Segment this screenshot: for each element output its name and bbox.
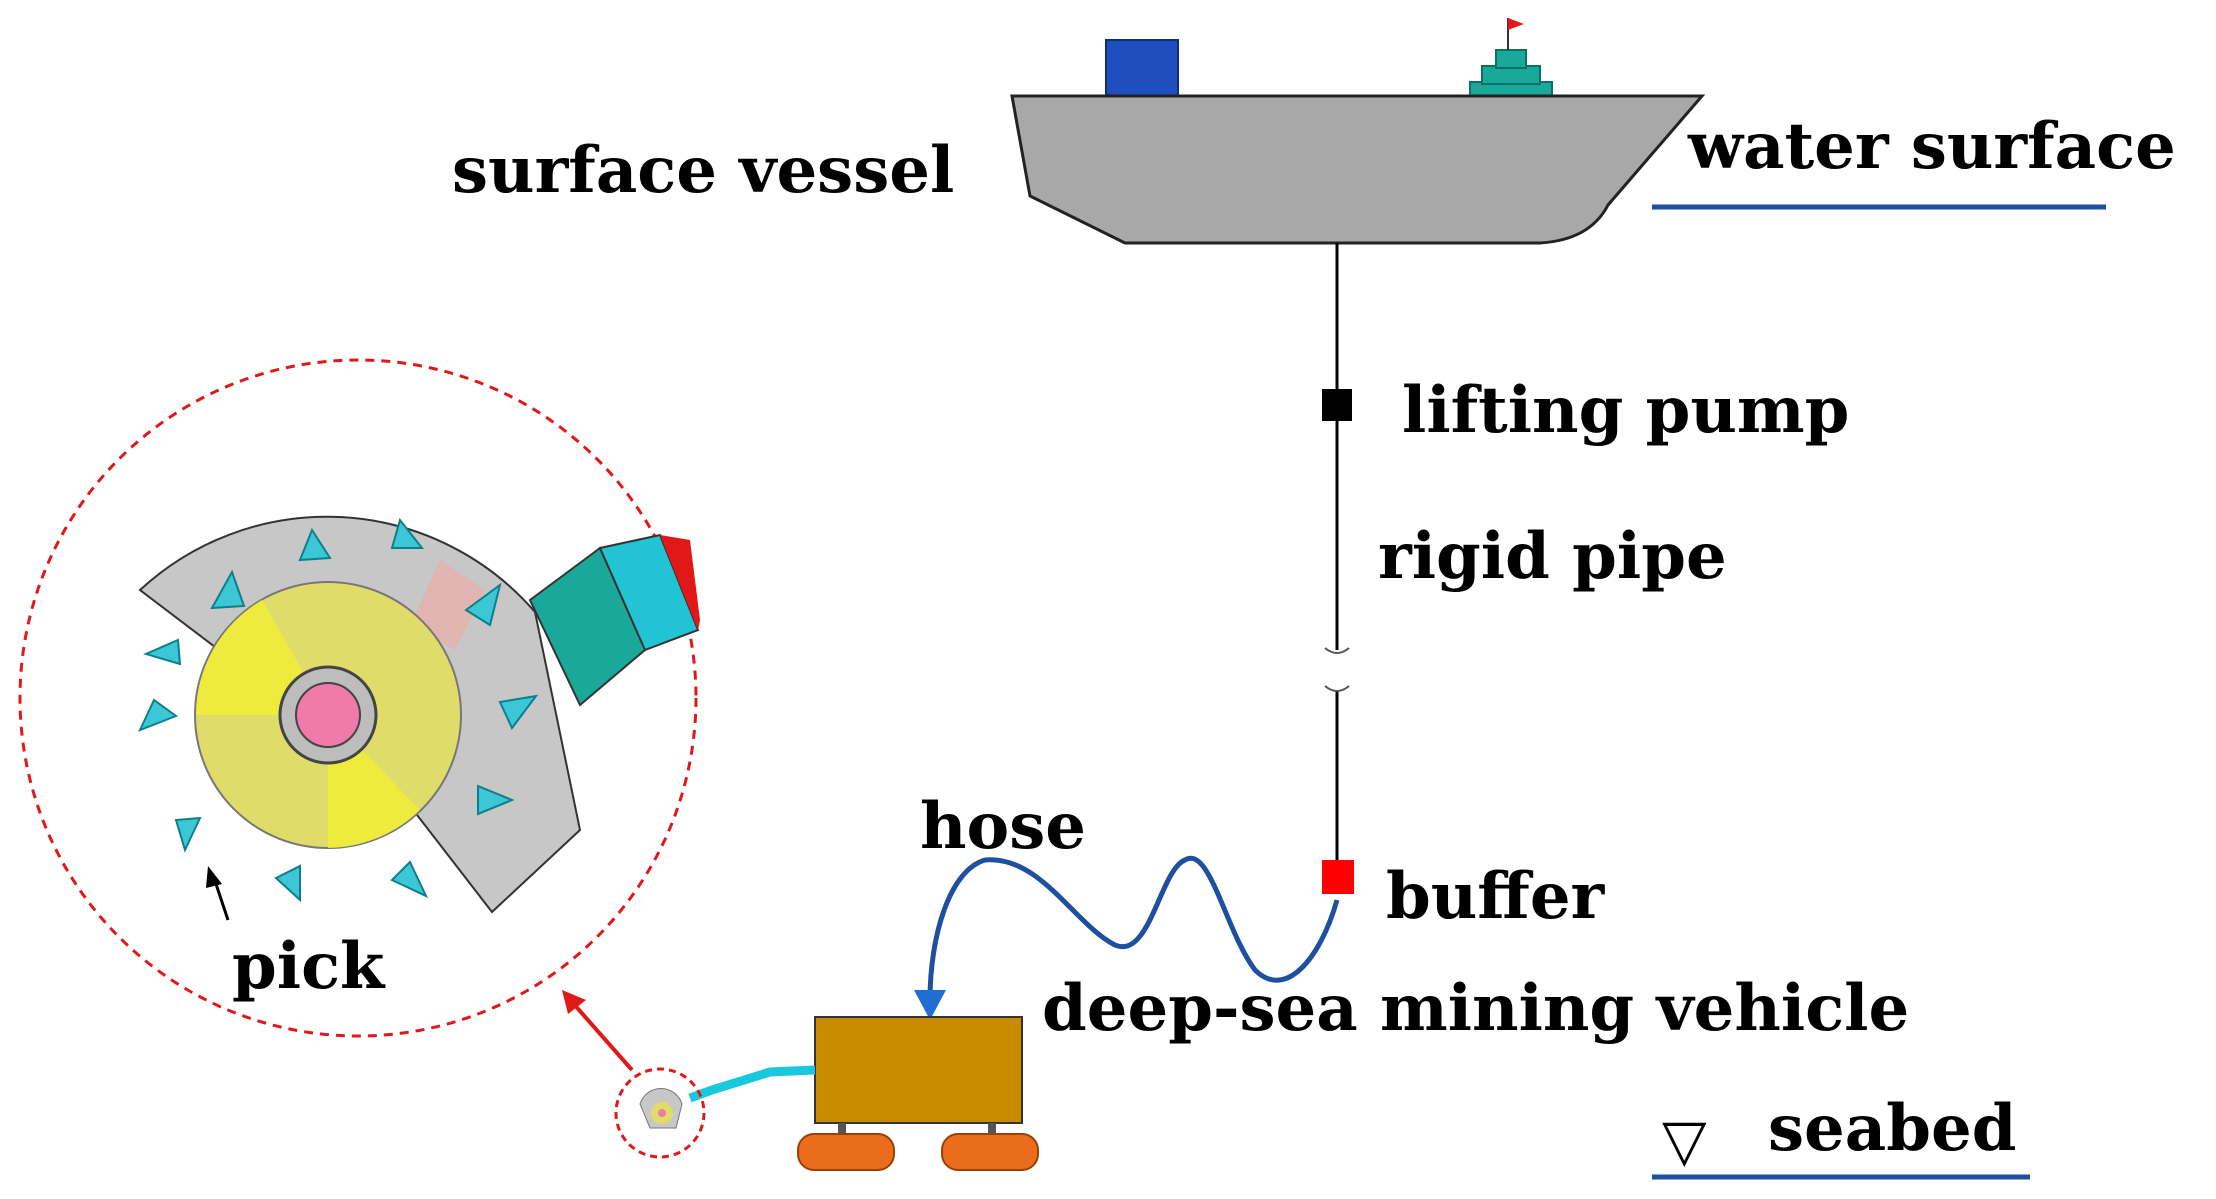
label-rigid-pipe: rigid pipe — [1378, 519, 1727, 594]
magnifier-circle — [18, 358, 698, 1038]
picks — [138, 517, 539, 903]
collector-head-small — [614, 1067, 706, 1159]
vessel-bridge — [1469, 18, 1553, 101]
flag-icon — [1508, 18, 1524, 30]
label-seabed: seabed — [1768, 1091, 2016, 1166]
label-hose: hose — [920, 789, 1086, 864]
vehicle-track-left — [797, 1133, 895, 1171]
hose — [927, 855, 1340, 1001]
magnified-cutting-head — [18, 358, 700, 1038]
motor-assembly — [528, 533, 700, 707]
label-buffer: buffer — [1386, 859, 1606, 934]
pipe-break-symbol — [1324, 647, 1350, 692]
label-water-surface: water surface — [1687, 109, 2176, 184]
magnify-callout-arrow — [562, 990, 634, 1072]
hose-arrow-icon — [914, 990, 946, 1020]
vehicle-track-right — [941, 1133, 1039, 1171]
vessel-hull — [1010, 94, 1706, 245]
cutter-hub — [295, 682, 361, 748]
seabed-triangle-icon: ▽ — [1662, 1106, 1707, 1174]
pick-pointer-arrow — [206, 866, 230, 921]
deep-sea-mining-vehicle — [688, 1016, 1039, 1171]
label-mining-vehicle: deep-sea mining vehicle — [1042, 971, 1909, 1046]
rigid-pipe — [1324, 243, 1350, 862]
label-surface-vessel: surface vessel — [452, 133, 954, 208]
buffer — [1322, 860, 1354, 894]
vehicle-body — [814, 1016, 1023, 1124]
vessel-deck-box — [1105, 39, 1179, 99]
lifting-pump — [1322, 389, 1352, 421]
surface-vessel — [1010, 18, 1706, 245]
label-lifting-pump: lifting pump — [1402, 373, 1849, 448]
collector-arm — [688, 1065, 816, 1103]
label-pick: pick — [232, 929, 386, 1004]
